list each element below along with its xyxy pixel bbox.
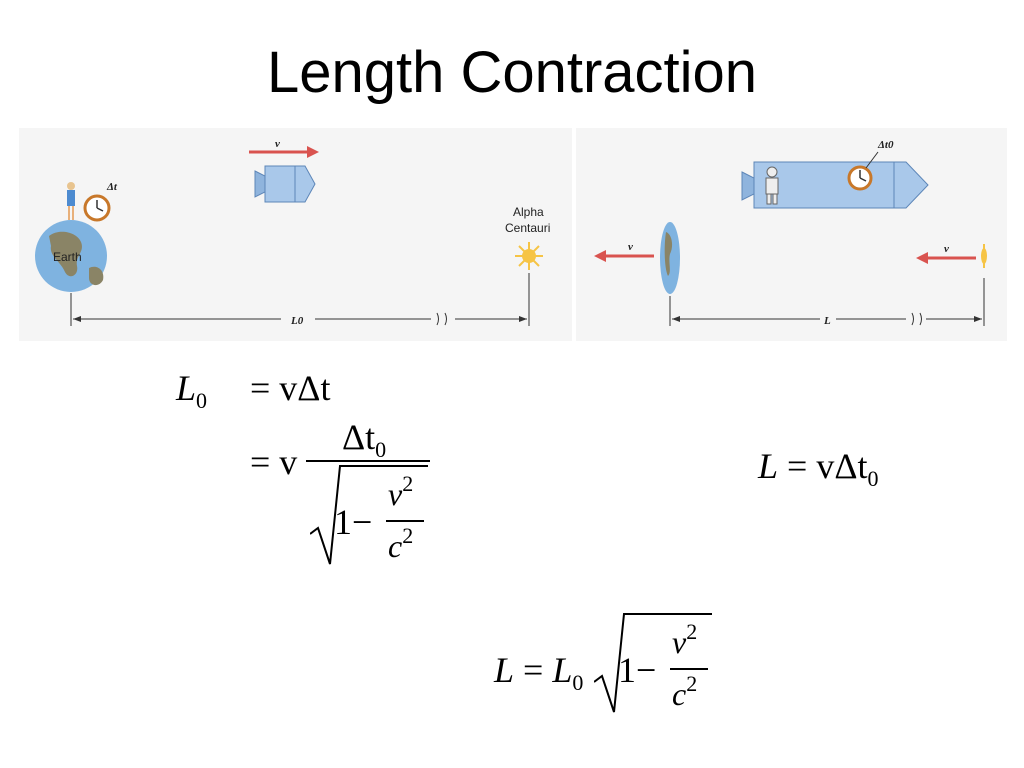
slide-title: Length Contraction — [266, 40, 758, 105]
clock-label: Δt0 — [877, 139, 894, 151]
equation-rest-length: L0 — [176, 368, 208, 413]
astronaut-icon — [765, 166, 779, 205]
earth-icon — [35, 220, 107, 292]
equation-dilated-numerator: Δt0 — [342, 417, 387, 462]
ship-frame-figure: Δt0 v v — [576, 128, 1007, 341]
clock-icon — [83, 194, 111, 222]
equation-length-contraction-denominator: c2 — [672, 671, 698, 713]
equation-contracted-length: L = vΔt0 — [758, 446, 879, 491]
star-icon — [981, 244, 987, 268]
equation-dilated-inner-bar — [386, 520, 424, 522]
star-velocity-label: v — [944, 243, 949, 255]
clock-label: Δt — [106, 181, 118, 193]
distance-line — [672, 312, 982, 326]
equation-dilated-sqrt — [310, 465, 428, 565]
star-velocity-arrow — [916, 252, 976, 264]
velocity-arrow — [249, 146, 319, 158]
spaceship-icon — [254, 165, 316, 203]
earth-label: Earth — [53, 250, 82, 264]
earth-icon — [660, 222, 680, 294]
equation-length-contraction-numerator: v2 — [672, 619, 698, 661]
distance-label: L0 — [290, 315, 304, 327]
equation-dilated-prefix: = v — [250, 442, 298, 482]
distance-line — [73, 312, 527, 326]
earth-frame-figure: v Δt Earth Alpha Centau — [19, 128, 572, 341]
equation-dilated-denominator: 1− — [334, 502, 373, 542]
earth-velocity-label: v — [628, 241, 633, 253]
earth-velocity-arrow — [594, 250, 654, 262]
equation-dilated-fraction-bar — [306, 460, 430, 462]
equation-dilated-inner-denominator: c2 — [388, 523, 414, 565]
equation-length-contraction-sqrt — [594, 613, 712, 713]
star-label-line1: Alpha — [513, 205, 544, 219]
star-label-line2: Centauri — [505, 221, 550, 235]
equation-dilated-inner-numerator: v2 — [388, 471, 414, 513]
equation-length-contraction-radicand: 1− — [618, 650, 657, 690]
star-icon — [515, 242, 543, 270]
distance-label: L — [823, 315, 831, 327]
clock-icon — [847, 151, 879, 191]
velocity-label: v — [275, 138, 280, 150]
equation-length-contraction: L = L0 — [494, 650, 584, 695]
equation-length-contraction-bar — [670, 668, 708, 670]
equation-rest-length-rhs: = vΔt — [250, 368, 331, 408]
observer-icon — [67, 182, 75, 220]
